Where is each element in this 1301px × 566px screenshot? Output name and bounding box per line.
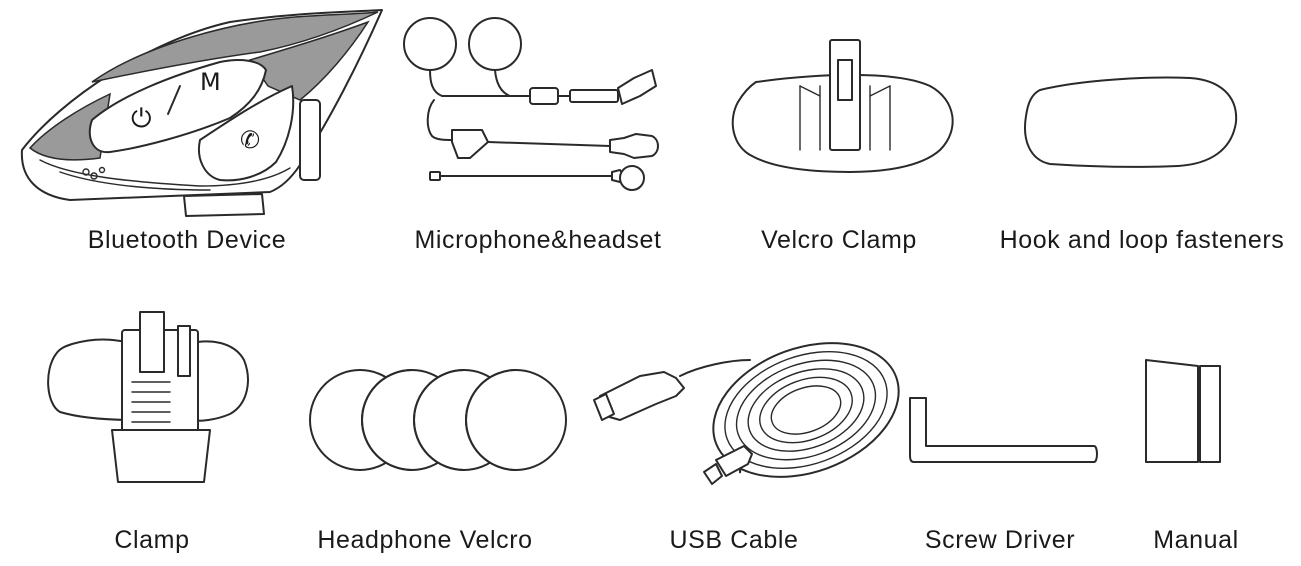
label-screw-driver: Screw Driver [924, 526, 1076, 554]
manual-icon [1145, 359, 1221, 463]
phone-icon: ✆ [240, 126, 261, 154]
usb-cable-icon [593, 342, 900, 485]
label-velcro-clamp: Velcro Clamp [761, 226, 917, 254]
hook-loop-fastener-icon [1024, 76, 1238, 168]
headphone-velcro-icon [309, 369, 567, 471]
clamp-icon [47, 311, 249, 483]
power-icon: ⏻ [131, 104, 152, 134]
label-hook-loop: Hook and loop fasteners [999, 226, 1285, 254]
label-bluetooth-device: Bluetooth Device [87, 226, 287, 254]
mode-button-label: M [200, 68, 221, 96]
label-microphone-headset: Microphone&headset [414, 226, 662, 254]
velcro-clamp-icon [731, 39, 954, 173]
microphone-headset-icon [403, 17, 659, 191]
label-clamp: Clamp [114, 526, 190, 554]
label-manual: Manual [1153, 526, 1239, 554]
label-usb-cable: USB Cable [669, 526, 799, 554]
bluetooth-device-icon [20, 9, 383, 217]
screw-driver-icon [909, 397, 1098, 463]
label-headphone-velcro: Headphone Velcro [317, 526, 533, 554]
